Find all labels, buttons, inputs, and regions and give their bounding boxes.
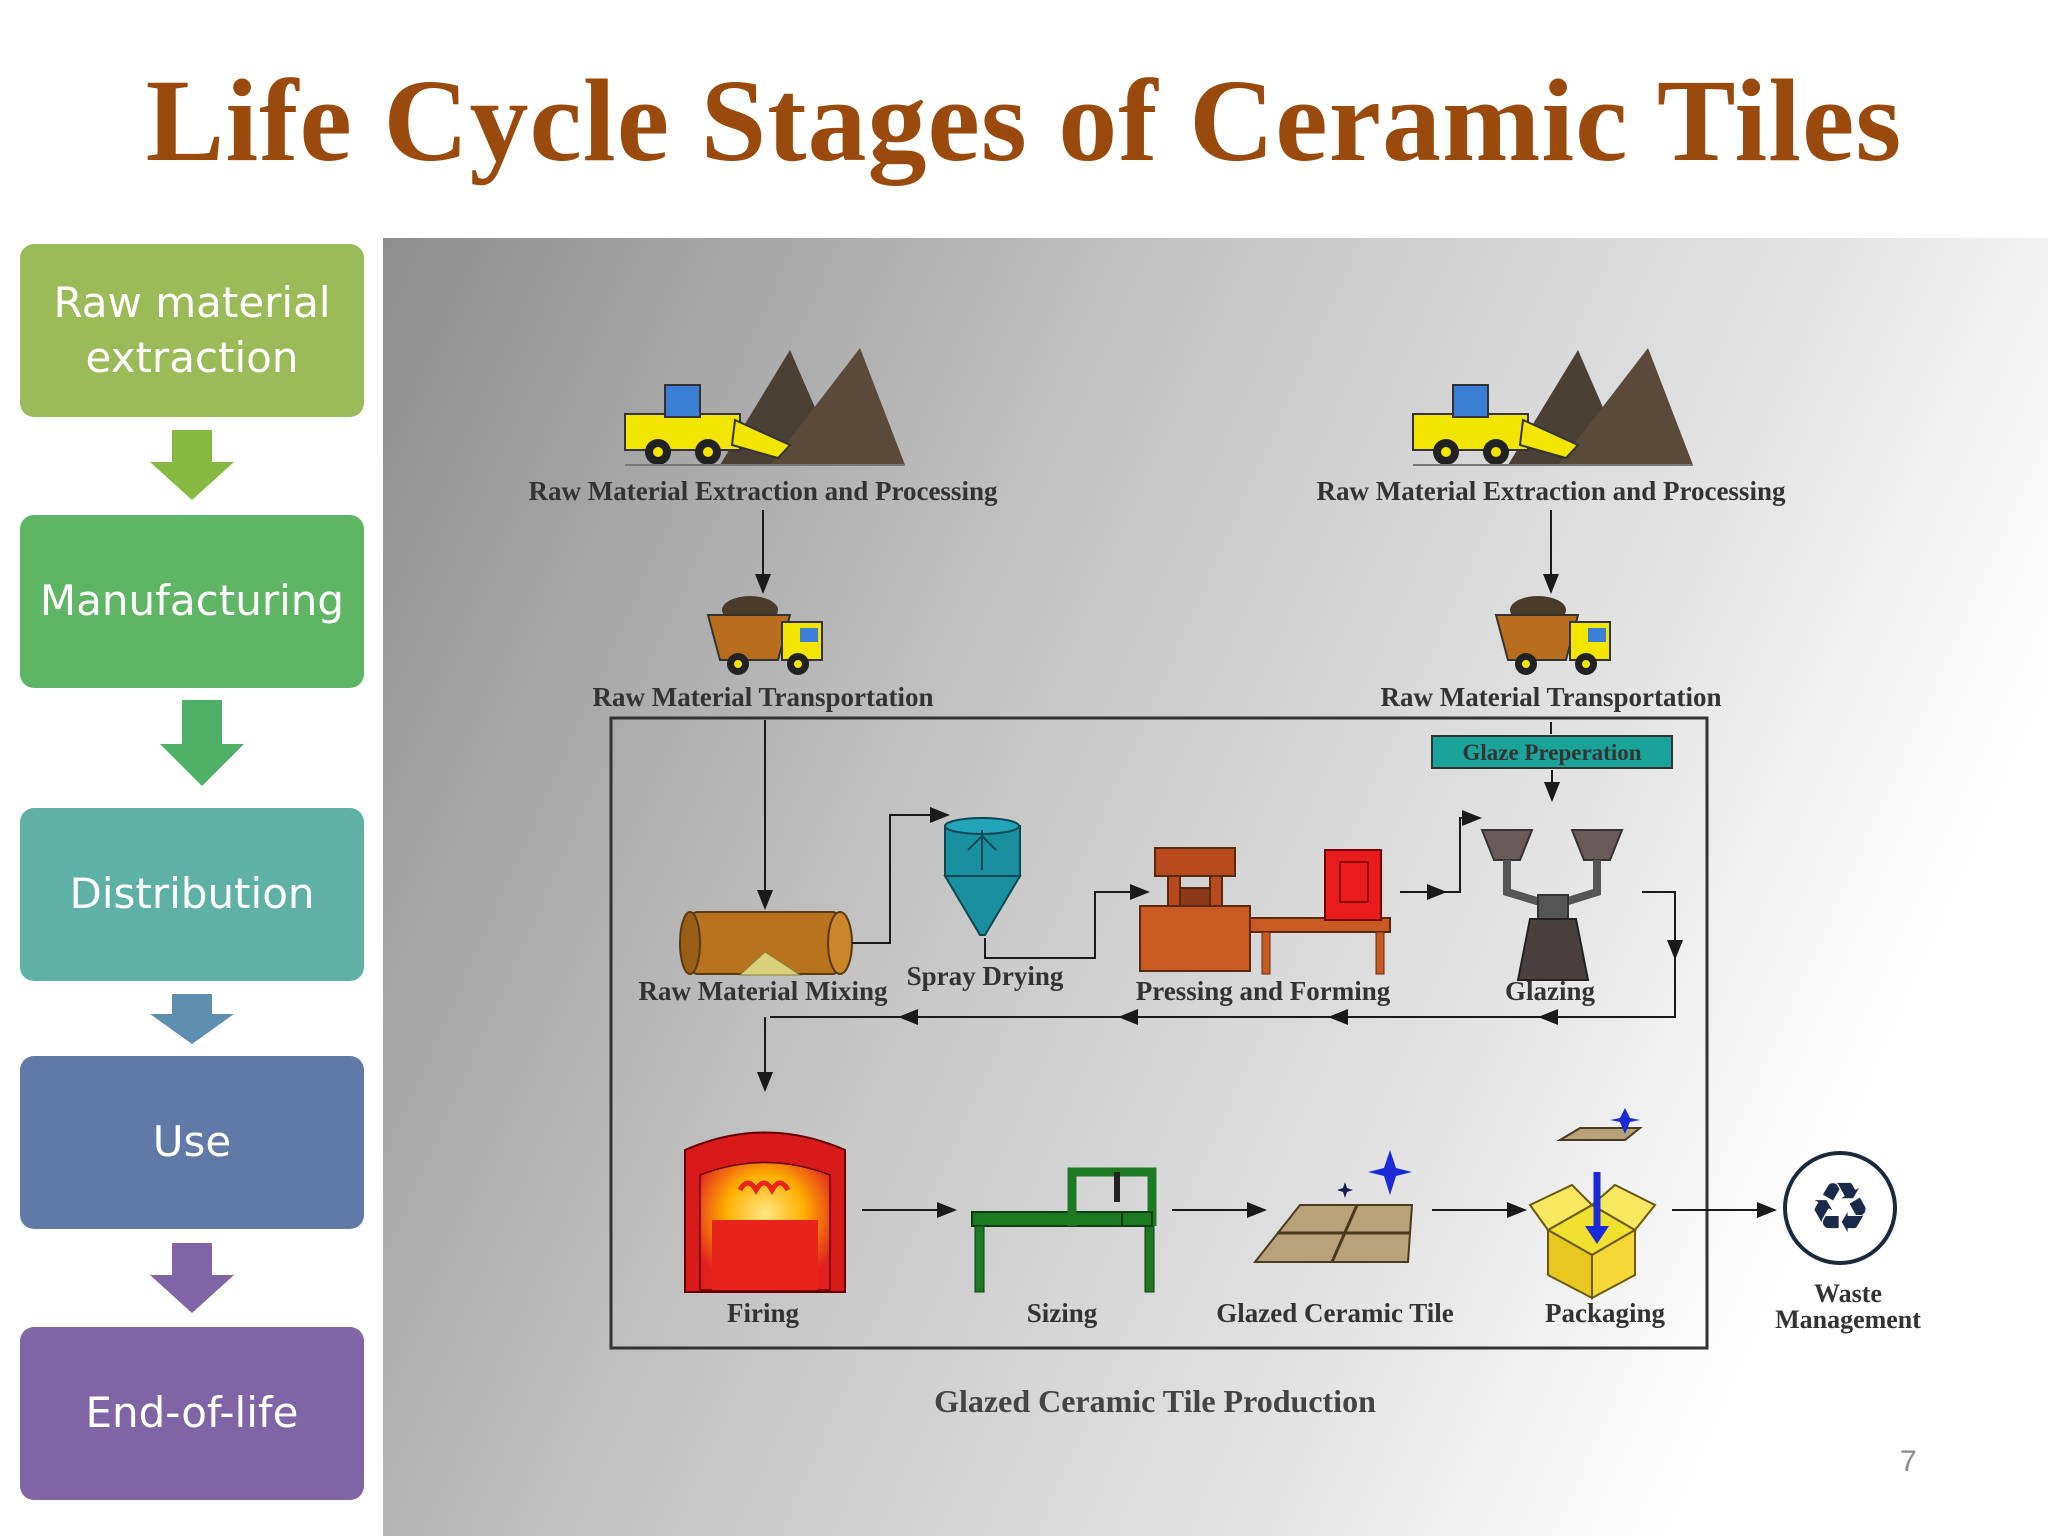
label-waste-1: Waste — [1814, 1279, 1882, 1308]
dump-truck-icon-right — [1494, 596, 1611, 675]
label-sizing: Sizing — [1027, 1298, 1098, 1328]
label-extraction-right: Raw Material Extraction and Processing — [1317, 476, 1786, 506]
glazing-machine-icon — [1480, 829, 1624, 981]
svg-text:♻: ♻ — [1809, 1167, 1872, 1249]
stage-manufacturing: Manufacturing — [20, 515, 364, 688]
production-box — [609, 716, 1709, 1350]
packaging-box-icon — [1528, 1108, 1657, 1300]
label-spray-drying: Spray Drying — [907, 961, 1064, 991]
production-diagram: Raw Material Extraction and Processing R… — [383, 238, 2048, 1536]
mixing-drum-icon — [679, 911, 853, 976]
label-glazed-tile: Glazed Ceramic Tile — [1216, 1298, 1453, 1328]
label-waste-2: Management — [1775, 1305, 1921, 1334]
recycle-icon: ♻ — [1783, 1151, 1897, 1265]
label-glazing: Glazing — [1505, 976, 1596, 1006]
label-glaze-prep: Glaze Preperation — [1462, 740, 1641, 765]
kiln-icon — [684, 1131, 846, 1293]
label-mixing: Raw Material Mixing — [639, 976, 888, 1006]
stage-arrow-1 — [150, 430, 234, 500]
stage-end-of-life: End-of-life — [20, 1327, 364, 1500]
stage-raw-material-extraction: Raw material extraction — [20, 244, 364, 417]
label-extraction-left: Raw Material Extraction and Processing — [529, 476, 998, 506]
glazed-tile-icon — [1252, 1150, 1414, 1263]
press-machine-icon — [1139, 847, 1391, 975]
label-transport-right: Raw Material Transportation — [1381, 682, 1722, 712]
slide-title: Life Cycle Stages of Ceramic Tiles — [145, 55, 1903, 186]
label-transport-left: Raw Material Transportation — [593, 682, 934, 712]
page-number: 7 — [1900, 1445, 1917, 1478]
stage-use: Use — [20, 1056, 364, 1229]
stage-arrow-3 — [150, 994, 234, 1044]
sizing-machine-icon — [971, 1167, 1157, 1293]
glaze-prep-box — [1431, 735, 1673, 769]
stage-distribution: Distribution — [20, 808, 364, 981]
label-pressing: Pressing and Forming — [1136, 976, 1391, 1006]
label-firing: Firing — [727, 1298, 799, 1328]
bulldozer-mountains-icon-left — [624, 348, 905, 466]
dump-truck-icon-left — [706, 596, 823, 675]
spray-dryer-icon — [943, 817, 1022, 936]
label-packaging: Packaging — [1545, 1298, 1666, 1328]
stage-arrow-4 — [150, 1243, 234, 1313]
diagram-caption: Glazed Ceramic Tile Production — [934, 1383, 1376, 1419]
bulldozer-mountains-icon-right — [1412, 348, 1693, 466]
stage-arrow-2 — [160, 700, 244, 786]
